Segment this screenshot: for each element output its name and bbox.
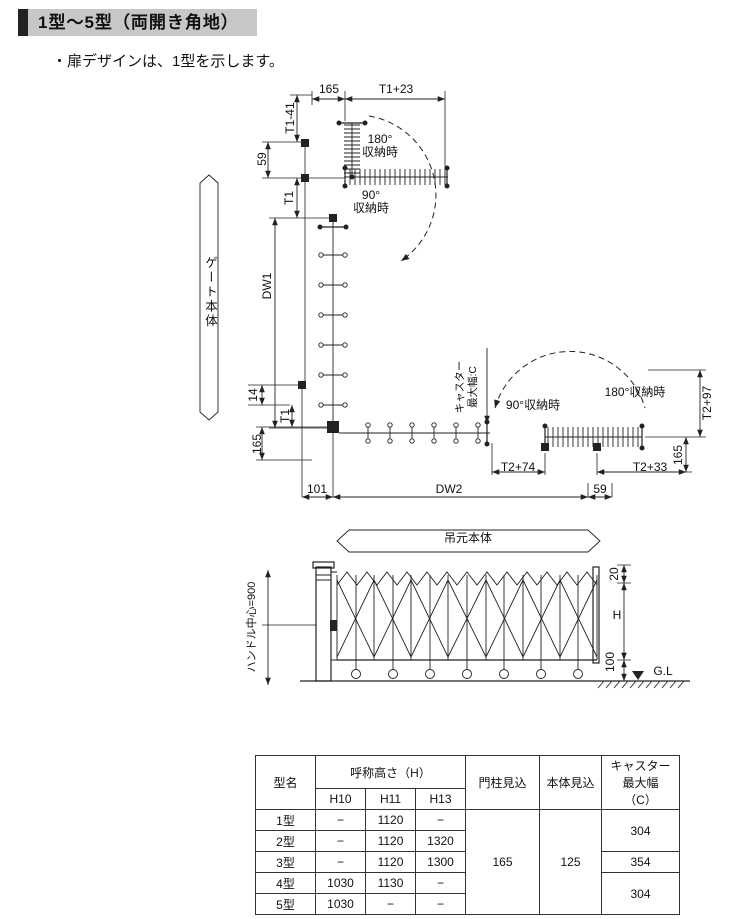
label-stored-90-right: 90°収納時 <box>505 398 561 412</box>
hanging-body-banner <box>336 529 601 553</box>
col-header-model: 型名 <box>255 755 316 810</box>
h11-cell: 1120 <box>365 809 416 831</box>
model-cell: 1型 <box>255 809 316 831</box>
col-header-body-depth: 本体見込 <box>539 755 602 810</box>
col-header-height-group: 呼称高さ（H） <box>315 755 466 789</box>
col-header-post-depth: 門柱見込 <box>465 755 540 810</box>
dim-t2plus33: T2+33 <box>632 460 668 474</box>
h10-cell: − <box>315 809 366 831</box>
swing-arc-top <box>368 115 437 262</box>
vertical-gate-run <box>317 222 349 427</box>
body-depth-value: 125 <box>539 809 602 915</box>
col-header-h13: H13 <box>415 788 466 810</box>
folded-gate-top <box>336 120 450 189</box>
h11-cell: 1120 <box>365 851 416 873</box>
h11-cell: 1120 <box>365 830 416 852</box>
h13-cell: − <box>415 872 466 894</box>
h13-cell: − <box>415 809 466 831</box>
horizontal-gate-run <box>339 419 490 447</box>
model-cell: 4型 <box>255 872 316 894</box>
label-stored-180-right: 180°収納時 <box>604 385 666 399</box>
dim-h: H <box>612 608 622 622</box>
header-accent-block <box>18 9 28 36</box>
table-row: 5型 1030 − − <box>255 893 680 915</box>
dim-t2plus74: T2+74 <box>500 460 536 474</box>
page-title: 1型～5型（両開き角地） <box>28 9 257 36</box>
caster-value-4-5: 304 <box>601 872 680 915</box>
label-gate-body: ゲート本体 <box>203 256 217 329</box>
col-header-caster: キャスター 最大幅 （C） <box>601 755 680 810</box>
dim-101: 101 <box>306 482 328 496</box>
caster-value-1-2: 304 <box>601 809 680 852</box>
h10-cell: − <box>315 851 366 873</box>
dim-59-bottom: 59 <box>593 482 607 496</box>
table-row: 4型 1030 1130 − 304 <box>255 872 680 915</box>
h11-cell: 1130 <box>365 872 416 894</box>
elevation-gate <box>336 566 600 679</box>
gate-body-banner <box>199 174 219 421</box>
dim-165-bottom-left: 165 <box>250 433 264 455</box>
folded-gate-right <box>542 423 645 451</box>
h10-cell: 1030 <box>315 893 366 915</box>
h10-cell: − <box>315 830 366 852</box>
dim-165-top: 165 <box>318 82 340 96</box>
dim-59-left: 59 <box>255 152 269 166</box>
label-caster-max-width: キャスター 最大幅:C <box>454 360 479 414</box>
technical-drawing <box>199 91 706 689</box>
label-gl: G.L <box>653 664 673 678</box>
col-header-h10: H10 <box>315 788 366 810</box>
dim-14: 14 <box>246 388 260 402</box>
table-row: 1型 − 1120 − 165 125 304 <box>255 809 680 915</box>
dim-handle-center: ハンドル中心=900 <box>246 581 258 673</box>
h13-cell: 1300 <box>415 851 466 873</box>
dim-t1minus41: T1-41 <box>283 102 297 134</box>
dim-100: 100 <box>603 651 617 673</box>
col-header-h11: H11 <box>365 788 416 810</box>
label-hanging-body: 吊元本体 <box>443 531 492 545</box>
elevation-post <box>312 561 337 682</box>
h11-cell: − <box>365 893 416 915</box>
dim-t2plus97: T2+97 <box>700 385 714 421</box>
h13-cell: − <box>415 893 466 915</box>
caster-value-3: 354 <box>601 851 680 873</box>
table-row: 3型 − 1120 1300 354 <box>255 851 680 873</box>
spec-table: 型名 呼称高さ（H） 門柱見込 本体見込 キャスター 最大幅 （C） H10 H… <box>255 755 680 915</box>
ground-line <box>300 671 690 689</box>
dim-t1plus23: T1+23 <box>378 82 414 96</box>
label-stored-90-top: 90° 収納時 <box>352 188 389 215</box>
model-cell: 3型 <box>255 851 316 873</box>
dim-dw2: DW2 <box>435 482 463 496</box>
gl-level-mark <box>632 671 644 680</box>
elevation-view <box>300 561 690 689</box>
post-depth-value: 165 <box>465 809 540 915</box>
dim-t1-lower: T1 <box>278 409 292 424</box>
model-cell: 5型 <box>255 893 316 915</box>
dimension-lines <box>259 95 703 685</box>
design-note: ・扉デザインは、1型を示します。 <box>52 53 284 70</box>
posts <box>298 139 601 451</box>
section-header: 1型～5型（両開き角地） <box>18 9 257 36</box>
dim-t1-upper: T1 <box>282 191 296 206</box>
dim-dw1: DW1 <box>260 272 274 300</box>
dim-20: 20 <box>607 567 621 581</box>
model-cell: 2型 <box>255 830 316 852</box>
label-stored-180-top: 180° 収納時 <box>361 132 398 159</box>
h10-cell: 1030 <box>315 872 366 894</box>
h13-cell: 1320 <box>415 830 466 852</box>
swing-arc-right <box>494 350 646 409</box>
